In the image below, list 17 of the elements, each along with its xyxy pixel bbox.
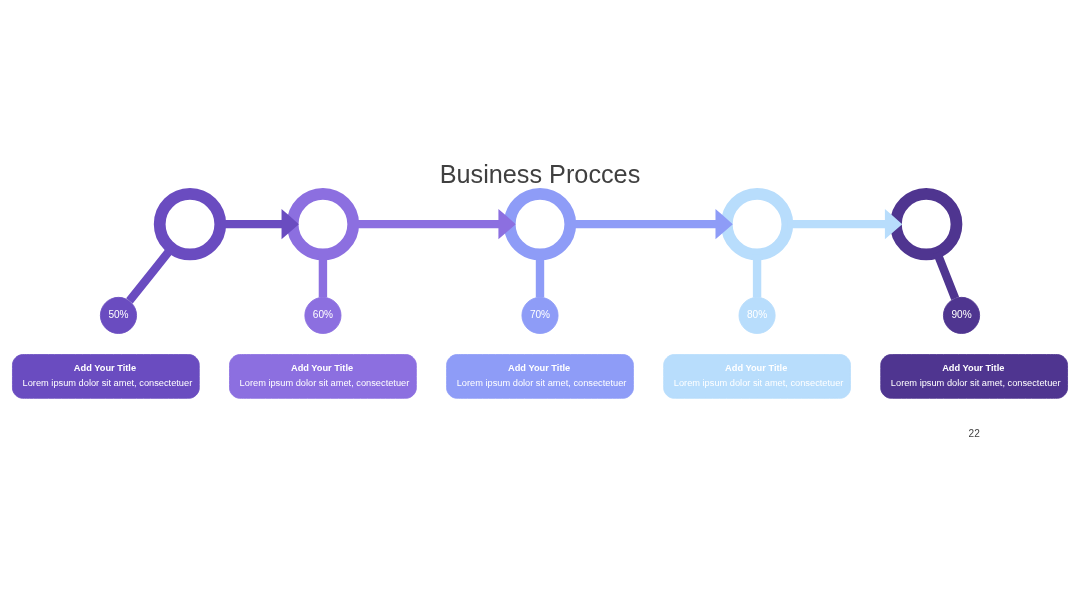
node-circle: 80%: [738, 296, 776, 334]
node-circle: [286, 187, 360, 260]
node-circle: 50%: [99, 296, 137, 334]
label: 22: [968, 427, 980, 439]
node-circle: 70%: [521, 296, 559, 334]
node-box: Add Your Title Lorem ipsum dolor sit amet, consectetuer: [12, 353, 200, 399]
node-box: Add Your Title Lorem ipsum dolor sit amet, consectetuer: [880, 353, 1068, 399]
node-circle: 90%: [943, 296, 981, 334]
node-box: Add Your Title Lorem ipsum dolor sit amet, consectetuer: [446, 353, 634, 399]
node-box: Add Your Title Lorem ipsum dolor sit amet, consectetuer: [229, 353, 417, 399]
node-circle: [720, 187, 794, 260]
node-circle: [890, 187, 963, 260]
node-box: Add Your Title Lorem ipsum dolor sit amet, consectetuer: [663, 353, 851, 399]
node-circle: [153, 187, 227, 260]
diagram-title: Business Procces: [439, 159, 641, 188]
node-circle: 60%: [304, 296, 342, 334]
node-circle: [503, 187, 577, 260]
